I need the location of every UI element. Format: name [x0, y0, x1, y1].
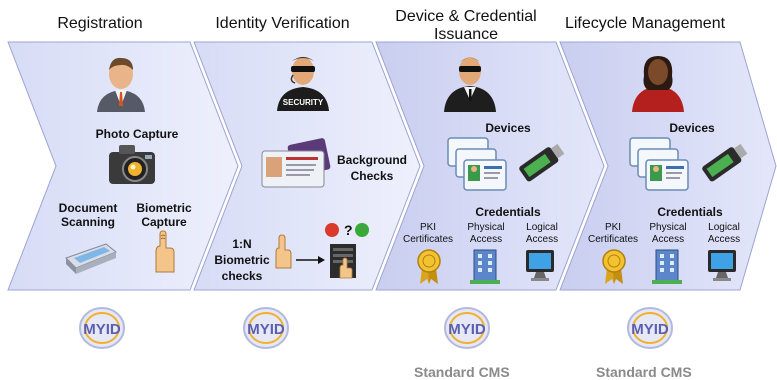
myid-logo: MYID: [444, 307, 490, 349]
stage-title-verification: Identity Verification: [215, 15, 350, 32]
svg-text:MYID: MYID: [247, 321, 285, 338]
agent-icon: [444, 57, 496, 112]
certificate-seal-icon: [602, 249, 626, 284]
camera-icon: [109, 145, 155, 184]
svg-text:?: ?: [344, 222, 353, 238]
myid-logo: MYID: [627, 307, 673, 349]
credentials-label: Credentials: [475, 205, 541, 219]
usb-token-icon: [702, 143, 748, 182]
passport-id-icon: [261, 138, 331, 188]
biometric-match-icon: ?: [275, 222, 369, 279]
myid-logo: MYID: [79, 307, 125, 349]
woman-icon: [632, 56, 684, 112]
security-guard-icon: SECURITY: [277, 57, 329, 111]
photo-capture-label: Photo Capture: [95, 127, 179, 141]
credentials-label: Credentials: [657, 205, 723, 219]
scanner-icon: [65, 243, 117, 274]
id-cards-icon: [629, 137, 689, 191]
monitor-icon: [708, 250, 736, 281]
devices-label: Devices: [669, 121, 715, 135]
stage-title-registration: Registration: [57, 15, 143, 32]
certificate-seal-icon: [417, 249, 441, 284]
building-icon: [652, 249, 682, 284]
building-icon: [470, 249, 500, 284]
standard-cms-label: Standard CMS: [414, 364, 510, 380]
stage-title-lifecycle: Lifecycle Management: [564, 15, 726, 32]
person-icon: [97, 57, 145, 112]
svg-text:MYID: MYID: [631, 321, 669, 338]
devices-label: Devices: [485, 121, 531, 135]
usb-token-icon: [519, 143, 565, 182]
id-cards-icon: [447, 137, 507, 191]
fingerprint-hand-icon: [155, 230, 175, 273]
standard-cms-label: Standard CMS: [596, 364, 692, 380]
svg-text:MYID: MYID: [448, 321, 486, 338]
svg-text:MYID: MYID: [83, 321, 121, 338]
monitor-icon: [526, 250, 554, 281]
svg-text:SECURITY: SECURITY: [283, 98, 324, 107]
myid-logo: MYID: [243, 307, 289, 349]
